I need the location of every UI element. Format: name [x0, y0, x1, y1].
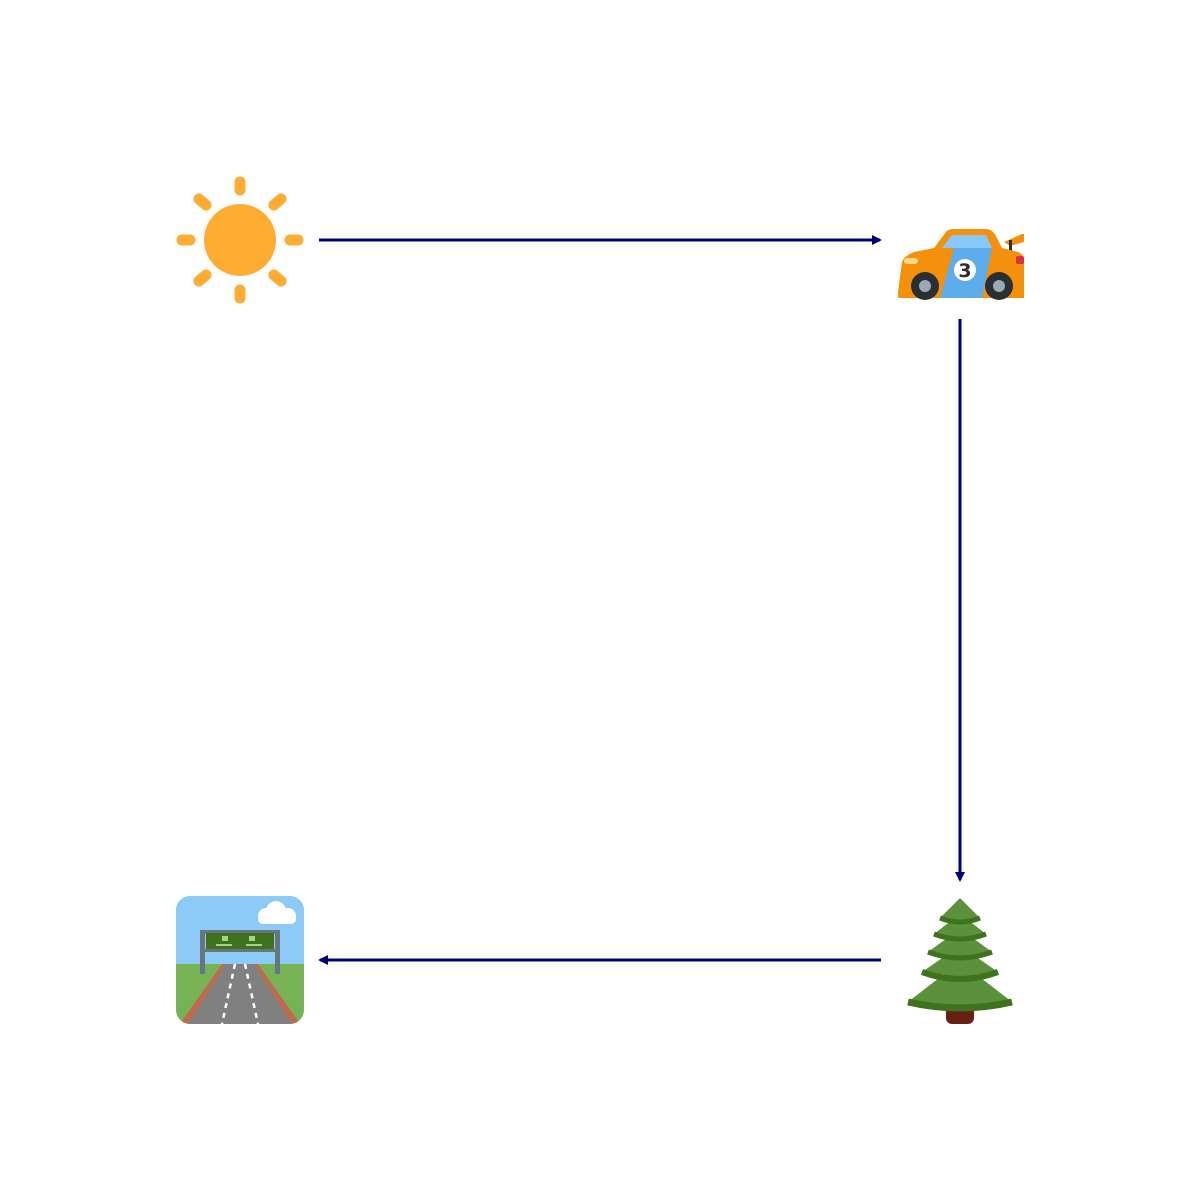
race-car-icon: 3	[896, 228, 1024, 300]
car-number: 3	[958, 260, 971, 282]
motorway-icon	[176, 896, 304, 1024]
evergreen-tree-icon	[896, 896, 1024, 1024]
sun-icon	[176, 176, 304, 304]
